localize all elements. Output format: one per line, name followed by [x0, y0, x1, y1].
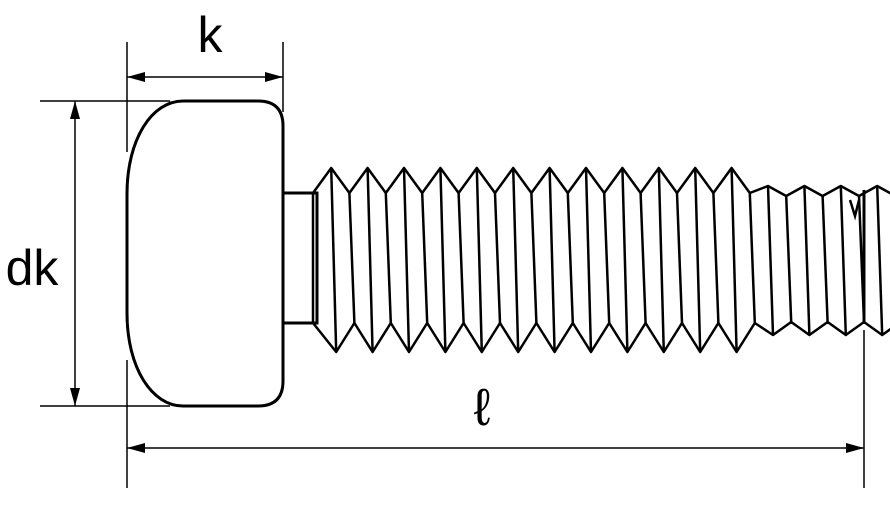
length-label: ℓ — [474, 379, 491, 437]
thread-crest-line — [766, 185, 775, 336]
thread-root-line — [712, 192, 720, 324]
screw-head — [125, 99, 285, 408]
k-label: k — [198, 7, 224, 63]
dk-label: dk — [6, 240, 60, 296]
thread-root-line — [457, 192, 465, 324]
l-arrow-right — [846, 443, 864, 453]
thread-crest-line — [475, 167, 484, 353]
thread-runout-mark — [848, 199, 861, 221]
dk-arrow-bottom — [70, 388, 80, 406]
thread-root-line — [420, 192, 429, 324]
thread-root-line — [566, 192, 575, 324]
thread-root-line — [348, 192, 356, 324]
dk-arrow-top — [70, 101, 80, 119]
thread-root-line — [493, 192, 502, 324]
k-arrow-left — [127, 72, 145, 82]
thread-root-line — [602, 192, 611, 324]
thread-crest-line — [439, 167, 447, 353]
k-arrow-right — [265, 72, 283, 82]
thread-root-line — [784, 195, 793, 323]
thread-root-line — [748, 192, 757, 324]
thread-crest-line — [803, 185, 811, 336]
screw-thread — [311, 166, 890, 354]
thread-crest-line — [875, 185, 884, 336]
thread-crest-line — [657, 167, 666, 353]
l-arrow-left — [127, 443, 145, 453]
thread-crest-line — [730, 167, 738, 353]
thread-crest-line — [839, 185, 848, 336]
thread-crest-line — [511, 167, 520, 353]
thread-crest-line — [584, 167, 593, 353]
thread-root-line — [530, 192, 538, 324]
extension-lines — [40, 42, 865, 488]
thread-crest-line — [693, 167, 702, 353]
thread-crest-line — [621, 167, 629, 353]
thread-root-line — [821, 195, 829, 323]
thread-crest-line — [366, 167, 374, 353]
thread-root-line — [384, 192, 393, 324]
thread-root-line — [639, 192, 647, 324]
thread-bottom-profile — [312, 320, 890, 354]
thread-crest-line — [329, 167, 338, 353]
thread-crest-line — [548, 167, 556, 353]
thread-crest-line — [402, 167, 411, 353]
thread-root-line — [675, 192, 684, 324]
screw-neck — [281, 191, 319, 325]
dimension-lines — [70, 72, 864, 453]
